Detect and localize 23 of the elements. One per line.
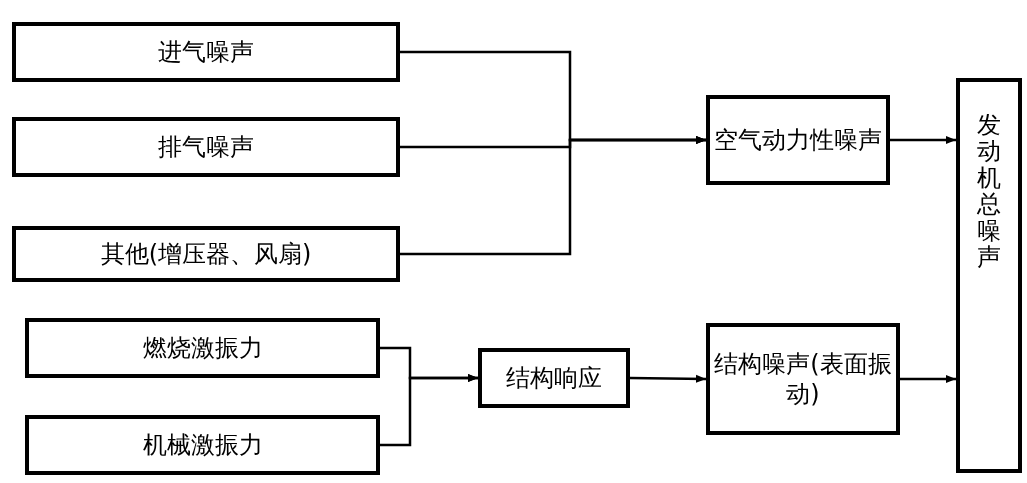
process-box: [956, 78, 1022, 473]
process-box: [25, 415, 380, 475]
connector-arrow: [630, 374, 706, 383]
box-label: 结构响应: [506, 363, 602, 393]
connector-arrow: [890, 136, 956, 144]
box-label: 排气噪声: [158, 132, 254, 162]
connector-arrow: [380, 374, 478, 447]
box-label: 进气噪声: [158, 37, 254, 67]
process-box: [12, 226, 400, 282]
box-label: 燃烧激振力: [142, 333, 263, 363]
box-label: 发动机总噪声: [977, 112, 1001, 271]
process-box: [706, 95, 890, 185]
connector-arrow: [400, 136, 706, 256]
process-box: [25, 318, 380, 378]
process-box: [706, 323, 900, 435]
box-label: 其他(增压器、风扇): [100, 239, 312, 269]
process-box: [12, 22, 400, 82]
box-label: 机械激振力: [142, 430, 263, 460]
box-label: 空气动力性噪声: [714, 125, 882, 155]
process-box: [12, 117, 400, 177]
process-box: [478, 348, 630, 408]
box-label: 结构噪声(表面振动): [713, 349, 893, 409]
connector-arrow: [900, 375, 956, 383]
